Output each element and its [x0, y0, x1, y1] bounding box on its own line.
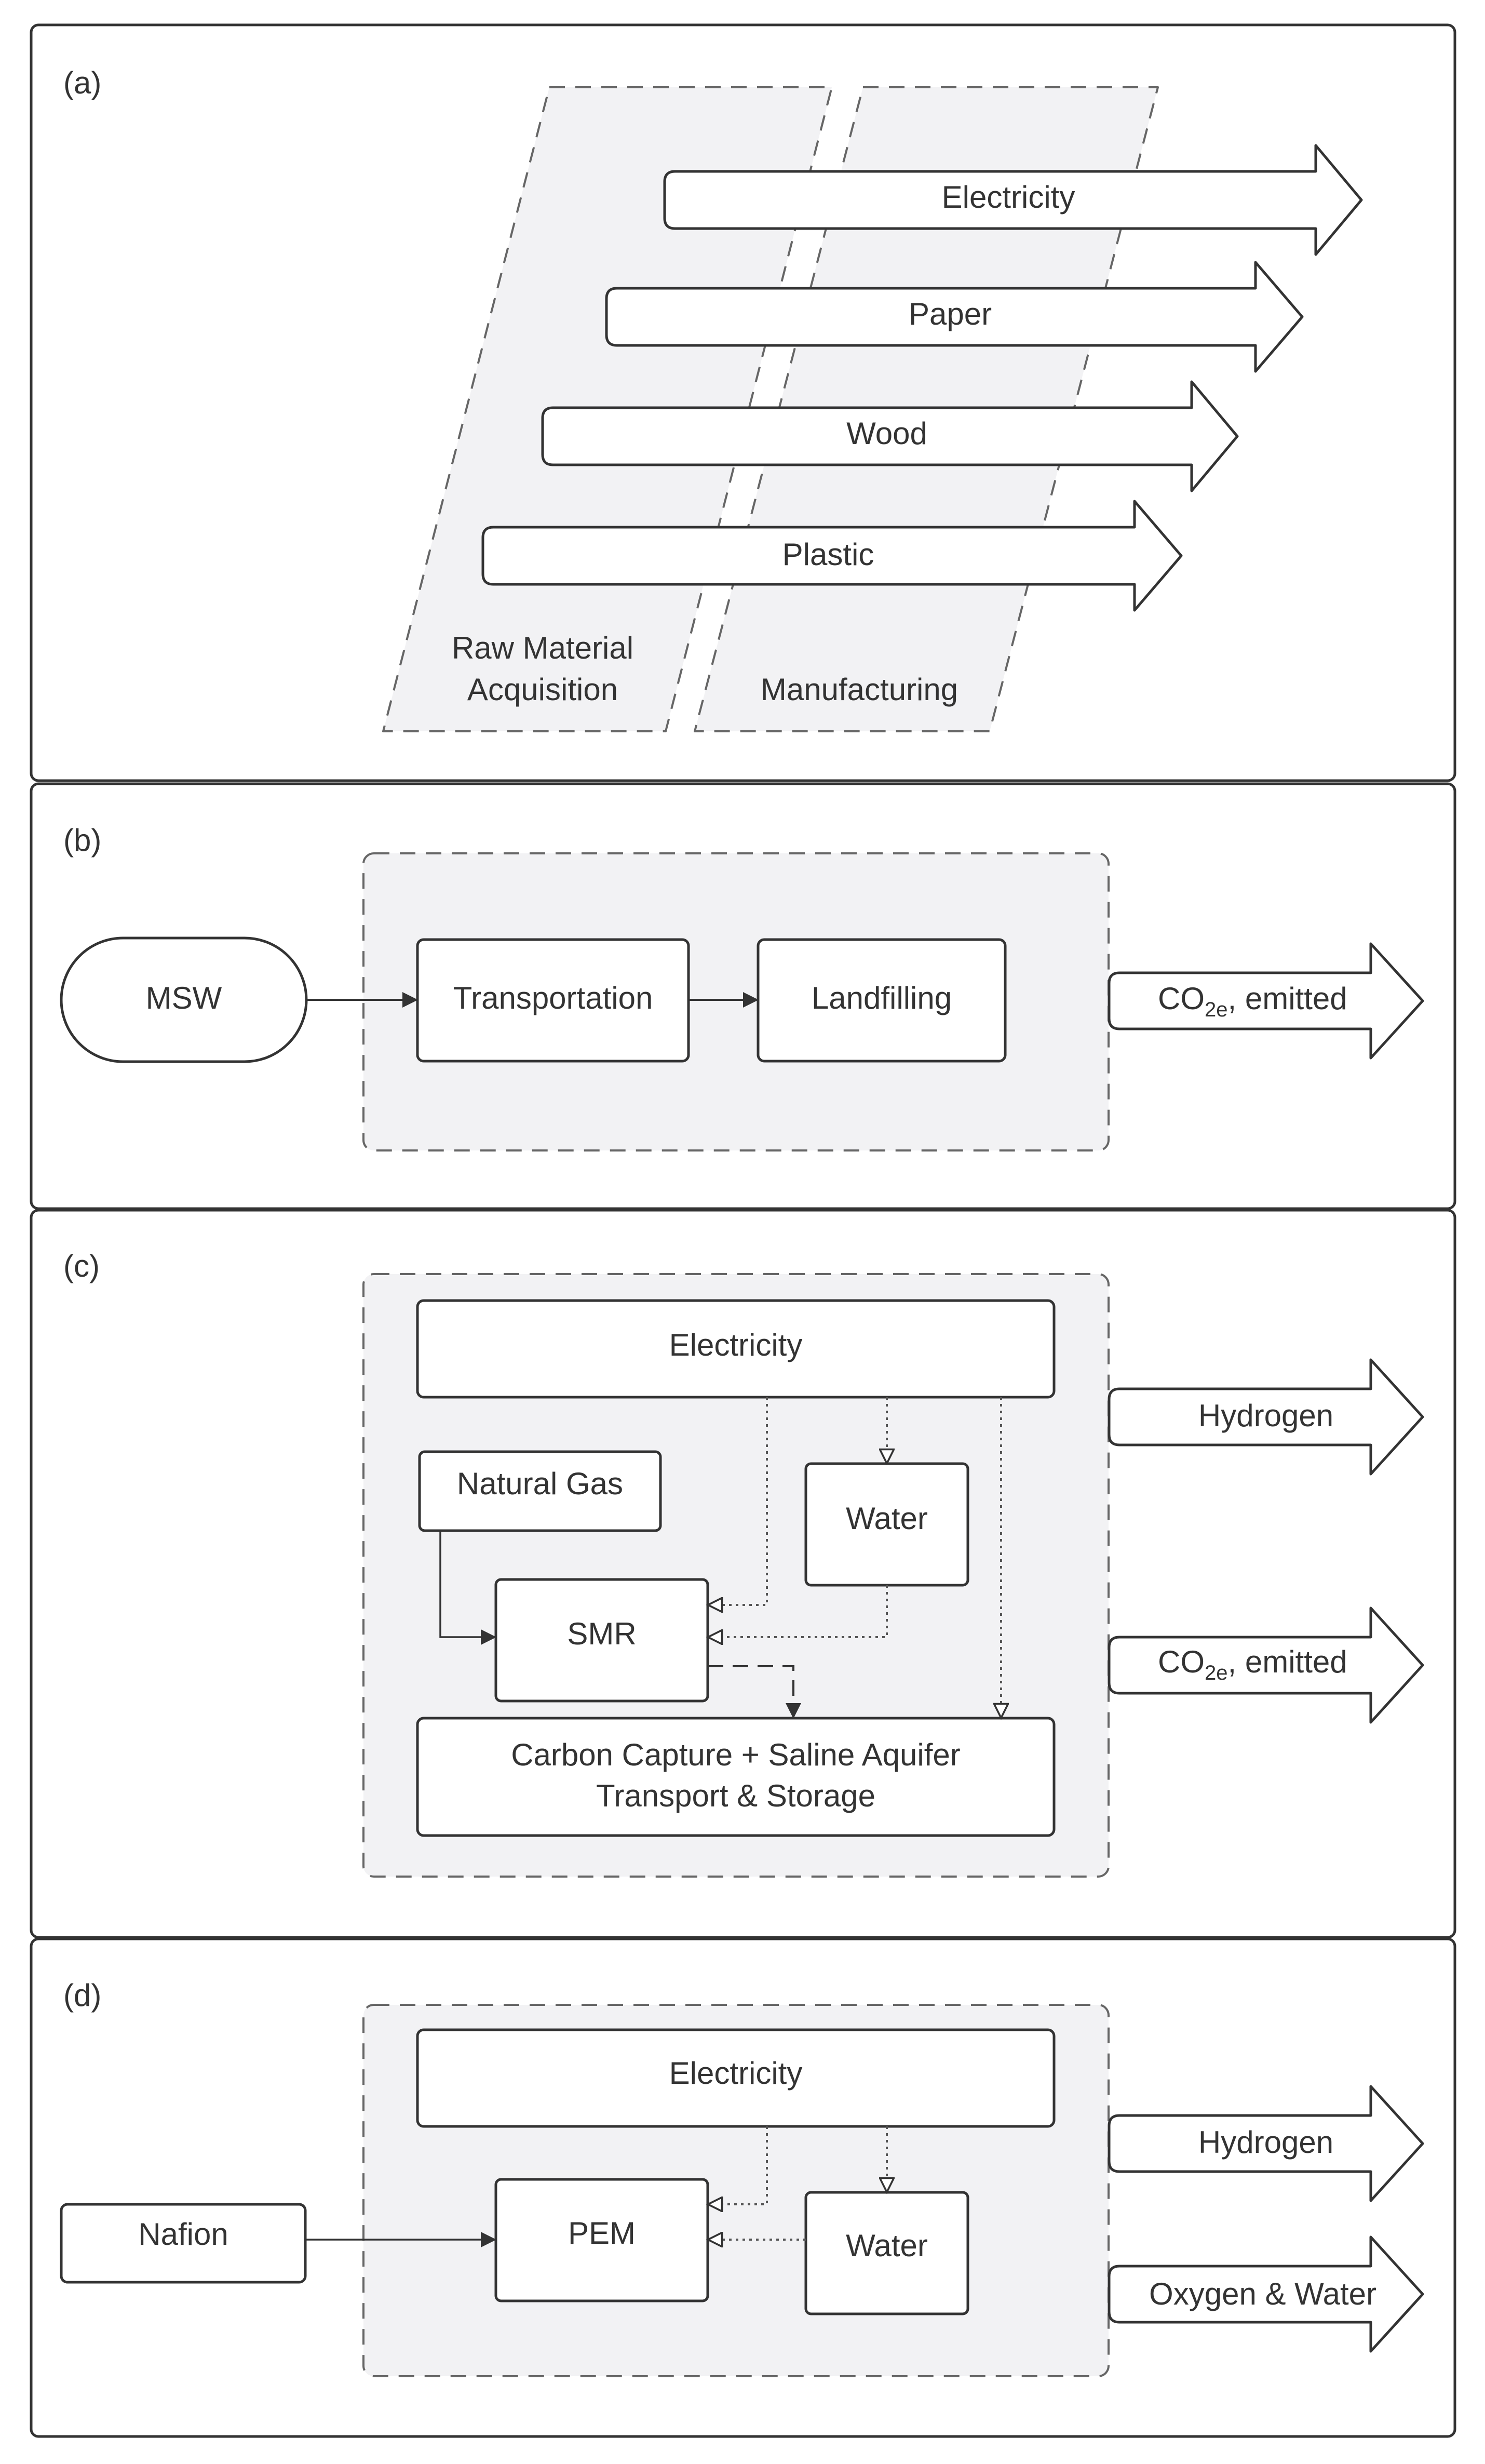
- co2e-emitted-output-arrow-c: [1108, 1606, 1424, 1724]
- panel-b-label: (b): [63, 823, 101, 858]
- hydrogen-output-arrow: [1108, 1358, 1424, 1476]
- paper-arrow: [605, 261, 1304, 373]
- water-to-smr-connector: [709, 1585, 888, 1637]
- electricity-to-pem-connector: [709, 2126, 768, 2204]
- carbon-capture-label-line2: Transport & Storage: [596, 1778, 875, 1813]
- plastic-arrow-label: Plastic: [782, 537, 874, 572]
- electricity-label: Electricity: [669, 1328, 803, 1362]
- manufacturing-label: Manufacturing: [761, 672, 958, 707]
- water-label: Water: [846, 1501, 928, 1536]
- landfill-system-boundary: [362, 852, 1110, 1151]
- natural-gas-label: Natural Gas: [457, 1466, 623, 1501]
- carbon-capture-storage-box: [416, 1717, 1056, 1837]
- oxygen-water-output-label: Oxygen & Water: [1149, 2276, 1376, 2311]
- panel-c-label: (c): [63, 1249, 100, 1283]
- transportation-label: Transportation: [453, 981, 653, 1015]
- electricity-arrow: [663, 144, 1363, 256]
- hydrogen-output-label-d: Hydrogen: [1198, 2125, 1333, 2160]
- co2e-emitted-label: CO2e, emitted: [1158, 981, 1347, 1021]
- natural-gas-box: [418, 1450, 662, 1532]
- co2e-emitted-label-c: CO2e, emitted: [1158, 1644, 1347, 1684]
- raw-material-label-line2: Acquisition: [467, 672, 618, 707]
- electricity-box: [416, 1299, 1056, 1399]
- electricity-to-smr-connector: [709, 1397, 768, 1605]
- nafion-box: [60, 2203, 307, 2284]
- hydrogen-output-label: Hydrogen: [1198, 1398, 1333, 1433]
- msw-label: MSW: [146, 981, 222, 1015]
- pem-label: PEM: [568, 2216, 636, 2251]
- electricity-label-d: Electricity: [669, 2056, 803, 2091]
- landfilling-label: Landfilling: [812, 981, 952, 1015]
- water-label-d: Water: [846, 2228, 928, 2263]
- plastic-arrow: [481, 500, 1183, 612]
- panel-a-label: (a): [63, 65, 101, 100]
- wood-arrow-label: Wood: [846, 416, 927, 451]
- raw-material-label-line1: Raw Material: [452, 631, 633, 665]
- carbon-capture-label-line1: Carbon Capture + Saline Aquifer: [511, 1737, 961, 1772]
- panel-d: (d) Electricity Nafion PEM Water Hydroge…: [30, 1937, 1456, 2438]
- smr-label: SMR: [567, 1616, 636, 1651]
- oxygen-water-output-arrow: [1108, 2235, 1424, 2353]
- hydrogen-output-arrow-d: [1108, 2085, 1424, 2202]
- natural-gas-to-smr-connector: [439, 1531, 496, 1645]
- nafion-label: Nafion: [138, 2217, 228, 2252]
- panel-a: (a) Raw Material Acquisition Manufacturi…: [30, 23, 1456, 782]
- panel-b: (b) MSW Transportation Landfilling CO2e,…: [30, 782, 1456, 1210]
- smr-to-carbon-capture-connector: [708, 1665, 801, 1719]
- wood-arrow: [541, 380, 1239, 492]
- panel-d-label: (d): [63, 1978, 101, 2013]
- co2e-emitted-output-arrow: [1108, 942, 1424, 1060]
- electricity-box-d: [416, 2028, 1056, 2128]
- paper-arrow-label: Paper: [909, 297, 992, 331]
- panel-c: (c) Electricity Natural Gas Water SMR Ca…: [30, 1209, 1456, 1939]
- electricity-arrow-label: Electricity: [942, 180, 1075, 215]
